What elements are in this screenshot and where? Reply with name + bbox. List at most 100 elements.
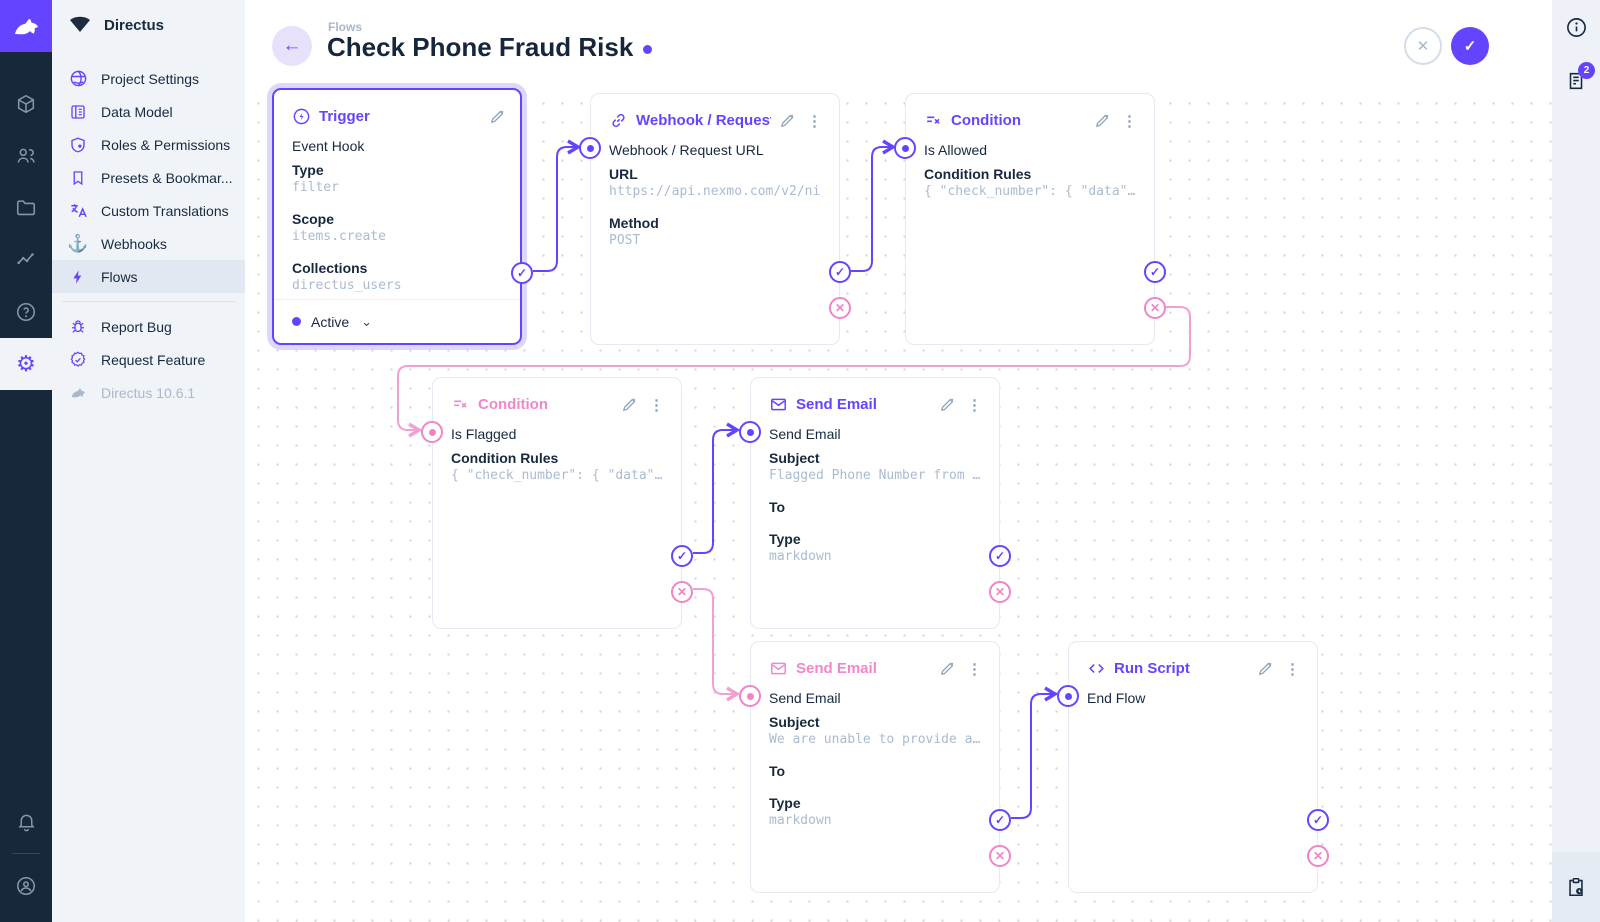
x-icon: ✕ (1312, 849, 1324, 863)
connector-input[interactable] (1057, 685, 1079, 707)
connector-input[interactable] (579, 137, 601, 159)
right-sidebar: 2 (1552, 0, 1600, 922)
dot-icon (428, 428, 436, 436)
sidebar-item-label: Flows (101, 268, 138, 285)
connector-reject[interactable]: ✕ (1307, 845, 1329, 867)
sidebar-item-label: Request Feature (101, 351, 206, 368)
connector-resolve[interactable]: ✓ (1144, 261, 1166, 283)
field-value: https://api.nexmo.com/v2/ni (609, 184, 821, 199)
condition-icon (924, 111, 943, 130)
flow-card-send-email-unable[interactable]: Send Email ⋮ Send Email Subject We are u… (739, 641, 1011, 893)
edit-pencil-icon[interactable] (1257, 660, 1274, 677)
edit-pencil-icon[interactable] (489, 108, 506, 125)
x-icon: ✕ (994, 585, 1006, 599)
page-header: ← Flows Check Phone Fraud Risk ✕ ✓ (245, 0, 1552, 90)
card-title: Send Email (796, 396, 877, 413)
field-label: To (769, 763, 786, 779)
user-menu-button[interactable] (0, 860, 52, 912)
edit-pencil-icon[interactable] (621, 396, 638, 413)
connector-resolve[interactable]: ✓ (1307, 809, 1329, 831)
sidebar-item-custom-translations[interactable]: Custom Translations (52, 194, 245, 227)
connector-resolve[interactable]: ✓ (511, 262, 533, 284)
module-content[interactable] (0, 78, 52, 130)
field-value: POST (609, 233, 641, 248)
field-label: Subject (769, 450, 820, 466)
connector-input[interactable] (894, 137, 916, 159)
flow-card-send-email-flagged[interactable]: Send Email ⋮ Send Email Subject Flagged … (739, 377, 1011, 629)
sidebar-item-data-model[interactable]: Data Model (52, 95, 245, 128)
help-icon (16, 302, 36, 322)
connector-resolve[interactable]: ✓ (989, 809, 1011, 831)
nav-divider (62, 301, 235, 302)
flow-card-trigger[interactable]: Trigger Event Hook Type filter Scope ite… (272, 88, 533, 345)
more-menu-icon[interactable]: ⋮ (967, 660, 982, 678)
sidebar-logs-button[interactable]: 2 (1552, 58, 1600, 104)
card-title: Run Script (1114, 660, 1190, 677)
connector-resolve[interactable]: ✓ (829, 261, 851, 283)
edit-pencil-icon[interactable] (939, 396, 956, 413)
back-button[interactable]: ← (272, 26, 312, 66)
info-icon (1566, 17, 1586, 37)
users-icon (17, 148, 35, 163)
logs-icon (1569, 72, 1583, 90)
operation-name: End Flow (1087, 690, 1146, 706)
more-menu-icon[interactable]: ⋮ (649, 396, 664, 414)
flow-card-condition-flagged[interactable]: Condition ⋮ Is Flagged Condition Rules {… (421, 377, 693, 629)
module-settings[interactable]: ⚙ (0, 338, 52, 390)
edit-pencil-icon[interactable] (939, 660, 956, 677)
flow-status-toggle[interactable]: Active ⌄ (274, 299, 520, 343)
connector-reject[interactable]: ✕ (1144, 297, 1166, 319)
connector-reject[interactable]: ✕ (829, 297, 851, 319)
connector-resolve[interactable]: ✓ (671, 545, 693, 567)
directus-logo[interactable] (0, 0, 52, 52)
connector-input[interactable] (421, 421, 443, 443)
module-insights[interactable] (0, 234, 52, 286)
module-help[interactable] (0, 286, 52, 338)
sidebar-item-flows[interactable]: Flows (52, 260, 245, 293)
version-label: Directus 10.6.1 (101, 384, 196, 401)
chevron-down-icon: ⌄ (361, 313, 373, 329)
project-header[interactable]: Directus (52, 0, 245, 50)
operation-name: Webhook / Request URL (609, 142, 764, 158)
more-menu-icon[interactable]: ⋮ (1122, 112, 1137, 130)
module-users[interactable] (0, 130, 52, 182)
sidebar-item-request-feature[interactable]: Request Feature (52, 343, 245, 376)
sidebar-item-label: Project Settings (101, 70, 200, 87)
more-menu-icon[interactable]: ⋮ (807, 112, 822, 130)
edit-pencil-icon[interactable] (779, 112, 796, 129)
sidebar-activity-section[interactable] (1552, 852, 1600, 922)
connector-input[interactable] (739, 685, 761, 707)
connector-reject[interactable]: ✕ (989, 581, 1011, 603)
breadcrumb[interactable]: Flows (328, 20, 363, 34)
notifications-button[interactable] (0, 795, 52, 847)
edge-webhook-to-condition (851, 139, 897, 272)
operation-name: Send Email (769, 426, 841, 442)
flow-card-run-script[interactable]: Run Script ⋮ End Flow ✓ ✕ (1057, 641, 1329, 893)
sidebar-item-presets-bookmarks[interactable]: Presets & Bookmar... (52, 161, 245, 194)
sidebar-item-report-bug[interactable]: Report Bug (52, 310, 245, 343)
email-icon (769, 659, 788, 678)
edit-pencil-icon[interactable] (1094, 112, 1111, 129)
flow-card-webhook[interactable]: Webhook / Request URL ⋮ Webhook / Reques… (579, 93, 851, 345)
more-menu-icon[interactable]: ⋮ (967, 396, 982, 414)
sidebar-item-project-settings[interactable]: Project Settings (52, 62, 245, 95)
cancel-button[interactable]: ✕ (1404, 27, 1442, 65)
shield-icon (68, 135, 88, 155)
field-label: URL (609, 166, 638, 182)
dot-icon (1064, 692, 1072, 700)
connector-reject[interactable]: ✕ (671, 581, 693, 603)
module-files[interactable] (0, 182, 52, 234)
sidebar-item-webhooks[interactable]: ⚓ Webhooks (52, 227, 245, 260)
field-label: Subject (769, 714, 820, 730)
connector-reject[interactable]: ✕ (989, 845, 1011, 867)
more-menu-icon[interactable]: ⋮ (1285, 660, 1300, 678)
save-button[interactable]: ✓ (1451, 27, 1489, 65)
connector-resolve[interactable]: ✓ (989, 545, 1011, 567)
flow-card-condition-allowed[interactable]: Condition ⋮ Is Allowed Condition Rules {… (894, 93, 1166, 345)
project-name: Directus (104, 16, 165, 34)
sidebar-info-button[interactable] (1552, 4, 1600, 50)
sidebar-item-roles-permissions[interactable]: Roles & Permissions (52, 128, 245, 161)
avatar-icon (16, 876, 36, 896)
connector-input[interactable] (739, 421, 761, 443)
project-fan-icon (70, 16, 90, 32)
